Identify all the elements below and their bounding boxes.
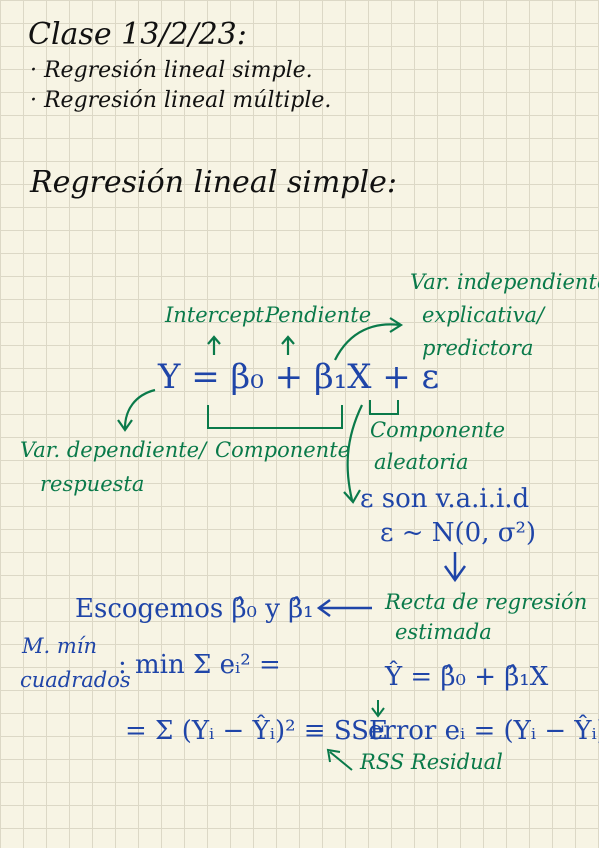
regression-line-label-2: estimada (395, 620, 492, 644)
iid-statement: ε son v.a.i.i.d (360, 484, 530, 514)
independent-var-label-2: explicativa/ (422, 303, 545, 327)
arrow-to-error (371, 700, 385, 718)
dependent-var-label-2: respuesta (40, 472, 145, 496)
independent-var-label-3: predictora (422, 336, 534, 360)
bullet-simple-regression: · Regresión lineal simple. (30, 58, 313, 83)
intercept-label: Intercept. (165, 303, 271, 327)
arrow-to-choose (316, 598, 372, 618)
arrow-to-dependent (117, 388, 156, 432)
component-label: Componente (215, 438, 351, 462)
model-equation: Y = β₀ + β₁X + ε (158, 357, 440, 397)
error-distribution: ε ~ N(0, σ²) (380, 518, 537, 548)
dependent-var-label-1: Var. dependiente/ (20, 438, 207, 462)
fitted-equation: Ŷ = β̂₀ + β̂₁X (385, 662, 549, 692)
least-squares-label-1: M. mín (22, 634, 98, 658)
choose-estimators: Escogemos β̂₀ y β̂₁ (75, 594, 314, 624)
arrow-to-intercept (207, 335, 221, 355)
sse-expression: = Σ (Yᵢ − Ŷᵢ)² ≡ SSE (125, 716, 388, 746)
error-definition: error eᵢ = (Yᵢ − Ŷᵢ) (368, 716, 599, 746)
rss-residual-label: RSS Residual (360, 750, 503, 774)
epsilon-bracket (369, 400, 399, 415)
regression-line-label-1: Recta de regresión (385, 590, 588, 614)
arrow-to-slope (281, 335, 295, 355)
page-title: Clase 13/2/23: (28, 17, 247, 52)
random-component-label-2: aleatoria (374, 450, 469, 474)
min-sum-squares: : min Σ eᵢ² = (118, 650, 281, 680)
slope-label: Pendiente (265, 303, 372, 327)
independent-var-label-1: Var. independiente/ (410, 270, 599, 294)
least-squares-label-2: cuadrados (20, 668, 131, 692)
section-title: Regresión lineal simple: (30, 165, 397, 200)
random-component-label-1: Componente (370, 418, 506, 442)
bullet-multiple-regression: · Regresión lineal múltiple. (30, 88, 332, 113)
arrow-rss (326, 748, 353, 771)
systematic-bracket (207, 405, 343, 429)
arrow-down-to-line (443, 552, 467, 583)
